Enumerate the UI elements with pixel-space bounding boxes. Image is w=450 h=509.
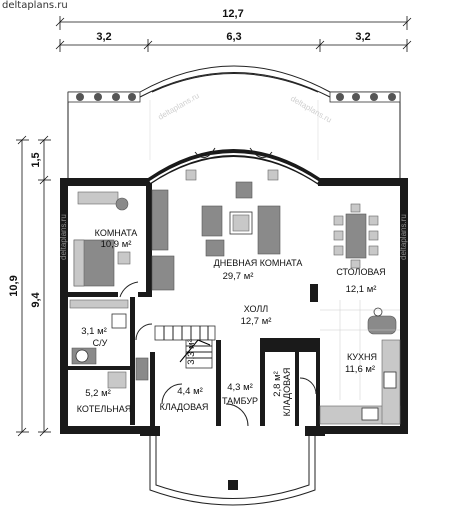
su-furniture (69, 299, 129, 365)
room-kladovaya1-name: КЛАДОВАЯ (160, 402, 209, 412)
interior-walls (68, 186, 320, 426)
room-tambur-area: 4,3 м² (227, 382, 253, 393)
room-komnata-area: 10,9 м² (101, 239, 132, 250)
room-dnevnaya-area: 29,7 м² (223, 271, 254, 282)
stair (154, 325, 216, 369)
watermark-top-left: deltaplans.ru (157, 91, 201, 122)
watermark-right: deltaplans.ru (399, 214, 408, 260)
dim-right-width: 3,2 (355, 31, 370, 43)
room-stolovaya-name: СТОЛОВАЯ (336, 267, 385, 277)
room-kotelnaya-area: 5,2 м² (85, 388, 111, 399)
living-furniture (151, 169, 281, 291)
top-terrace (67, 65, 401, 178)
outer-walls (60, 149, 408, 434)
dim-middle-width: 6,3 (226, 31, 241, 43)
komnata-furniture (73, 189, 169, 298)
site-name: deltaplans.ru (2, 0, 68, 11)
dim-total-height: 10,9 (8, 275, 20, 296)
dim-main-height: 9,4 (30, 291, 42, 307)
room-stolovaya-area: 12,1 м² (346, 284, 377, 295)
room-kuhnya-name: КУХНЯ (347, 352, 377, 362)
room-holl-name: ХОЛЛ (244, 304, 269, 314)
kitchen-furniture (319, 300, 401, 425)
room-kladovaya1-area: 4,4 м² (177, 386, 203, 397)
room-su-name: С/У (93, 338, 108, 348)
watermark-left: deltaplans.ru (59, 214, 68, 260)
room-tambur-name: ТАМБУР (222, 396, 258, 406)
dim-left-width: 3,2 (96, 31, 111, 43)
room-kladovaya2-name: КЛАДОВАЯ (282, 368, 292, 417)
room-dnevnaya-name: ДНЕВНАЯ КОМНАТА (214, 258, 303, 268)
stair-area: 3,3 м² (186, 339, 197, 365)
dim-total-width: 12,7 (222, 8, 243, 20)
room-su-area: 3,1 м² (81, 326, 107, 337)
room-kotelnaya-name: КОТЕЛЬНАЯ (77, 404, 131, 414)
doors (135, 323, 317, 427)
room-kuhnya-area: 11,6 м² (345, 364, 375, 375)
dim-bay-height: 1,5 (30, 152, 42, 167)
entry-porch (140, 426, 325, 506)
dimension-lines (16, 16, 412, 437)
kotelnaya-furniture (107, 357, 149, 389)
room-komnata-name: КОМНАТА (95, 228, 138, 238)
dining-furniture (333, 203, 379, 269)
room-holl-area: 12,7 м² (241, 316, 272, 327)
room-kladovaya2-area: 2,8 м² (272, 371, 283, 397)
bay-windows (149, 147, 319, 183)
watermark-top-right: deltaplans.ru (289, 94, 333, 125)
